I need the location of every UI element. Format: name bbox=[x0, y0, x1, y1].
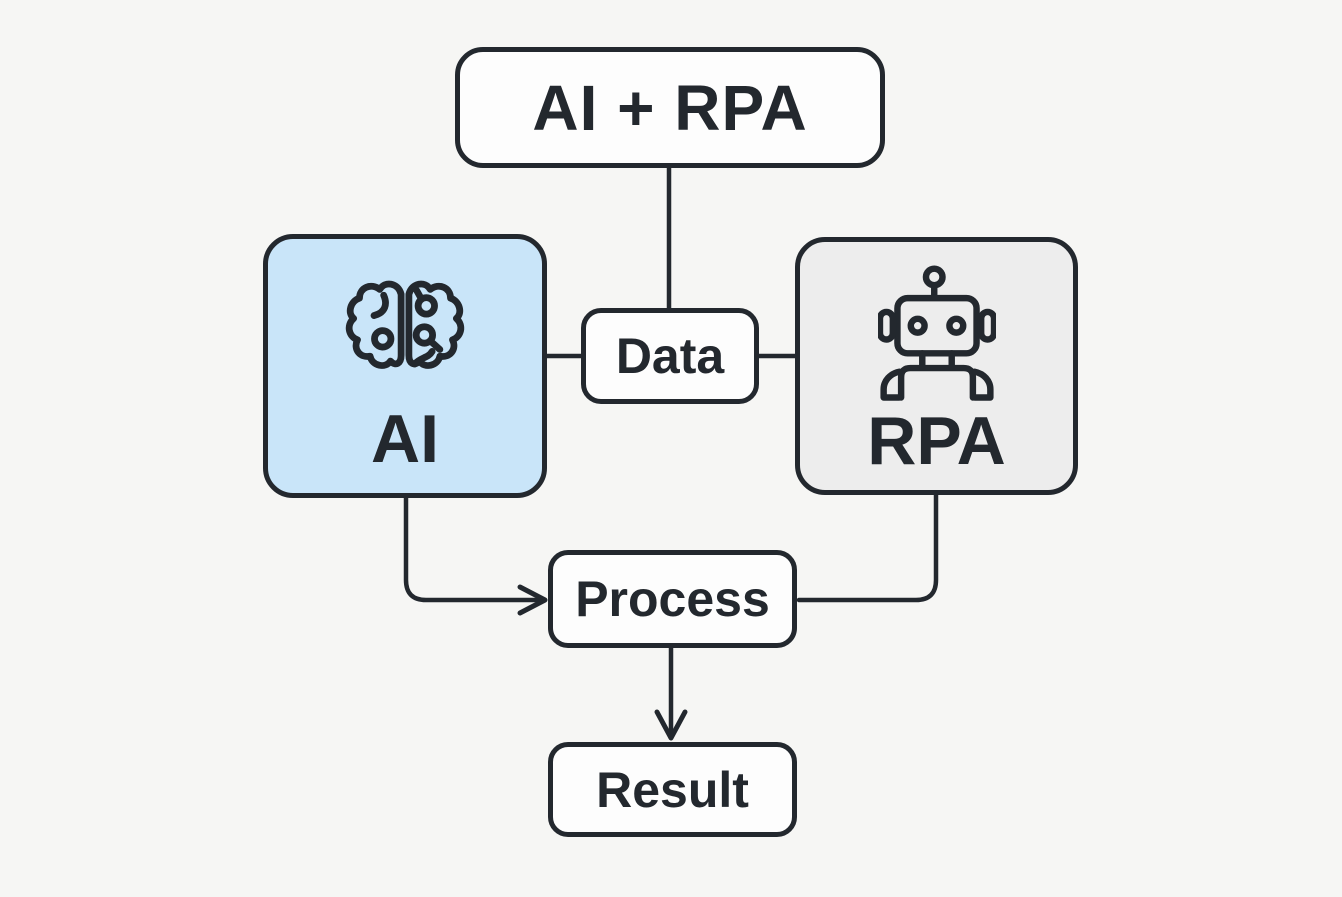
node-rpa: RPA bbox=[795, 237, 1078, 495]
process-label: Process bbox=[575, 571, 770, 627]
arrowhead-process-left bbox=[517, 584, 548, 616]
data-label: Data bbox=[615, 328, 725, 384]
robot-icon bbox=[877, 265, 996, 401]
node-ai-plus-rpa: AI + RPA bbox=[455, 47, 885, 168]
node-ai: AI bbox=[263, 234, 547, 498]
node-result: Result bbox=[548, 742, 797, 837]
brain-icon bbox=[345, 280, 465, 369]
result-label: Result bbox=[596, 761, 749, 818]
connector-rpa-to-process bbox=[796, 490, 939, 603]
node-process: Process bbox=[548, 550, 797, 648]
title-label: AI + RPA bbox=[532, 71, 808, 144]
ai-label: AI bbox=[371, 401, 439, 477]
connector-ai-to-process bbox=[403, 493, 546, 603]
rpa-label: RPA bbox=[867, 403, 1006, 479]
arrowhead-result-top bbox=[654, 709, 688, 741]
node-data: Data bbox=[581, 308, 759, 404]
